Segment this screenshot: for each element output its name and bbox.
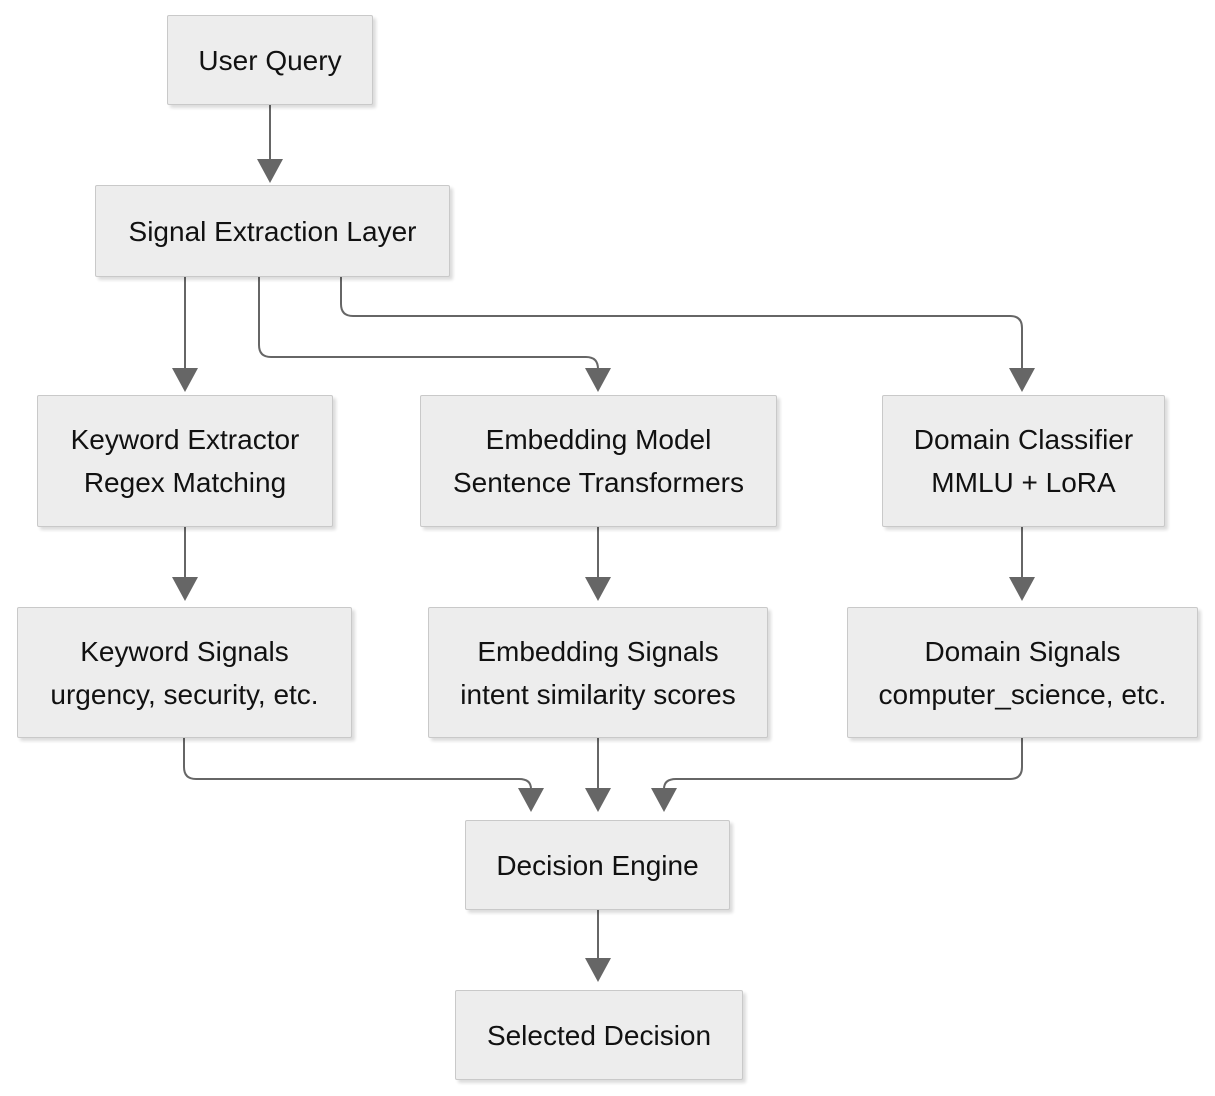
node-keyword-extractor-title: Keyword Extractor bbox=[70, 424, 300, 455]
node-embedding-model: Embedding Model Sentence Transformers bbox=[420, 395, 777, 527]
node-embedding-signals-title: Embedding Signals bbox=[477, 635, 719, 667]
node-keyword-signals-title: Keyword Signals bbox=[80, 635, 289, 667]
node-selected-decision: Selected Decision bbox=[455, 990, 743, 1080]
node-user-query: User Query bbox=[167, 15, 373, 105]
connector-embedding-signals-to-decision-engine bbox=[585, 738, 611, 812]
connector-decision-engine-to-selected-decision bbox=[585, 910, 611, 982]
connector-signal-extraction-to-keyword-extractor bbox=[172, 277, 198, 392]
node-user-query-label: User Query bbox=[198, 44, 342, 76]
node-keyword-signals-subtitle: urgency, security, etc. bbox=[50, 678, 319, 710]
node-domain-classifier: Domain Classifier MMLU + LoRA bbox=[882, 395, 1165, 527]
connector-embedding-model-to-embedding-signals bbox=[585, 527, 611, 601]
connector-keyword-extractor-to-keyword-signals bbox=[172, 527, 198, 601]
node-embedding-signals-subtitle: intent similarity scores bbox=[460, 678, 736, 710]
connector-domain-signals-to-decision-engine bbox=[651, 738, 1023, 812]
node-domain-classifier-title: Domain Classifier bbox=[913, 424, 1134, 455]
node-domain-signals: Domain Signals computer_science, etc. bbox=[847, 607, 1198, 738]
node-keyword-signals: Keyword Signals urgency, security, etc. bbox=[17, 607, 352, 738]
node-signal-extraction-layer: Signal Extraction Layer bbox=[95, 185, 450, 277]
node-keyword-extractor-subtitle: Regex Matching bbox=[83, 467, 287, 498]
node-decision-engine: Decision Engine bbox=[465, 820, 730, 910]
connector-signal-extraction-to-domain-classifier bbox=[340, 277, 1035, 392]
node-domain-signals-title: Domain Signals bbox=[924, 635, 1121, 667]
node-selected-decision-label: Selected Decision bbox=[486, 1019, 712, 1051]
node-keyword-extractor: Keyword Extractor Regex Matching bbox=[37, 395, 333, 527]
node-signal-extraction-layer-label: Signal Extraction Layer bbox=[128, 215, 417, 247]
connector-keyword-signals-to-decision-engine bbox=[183, 738, 544, 812]
node-embedding-model-title: Embedding Model bbox=[485, 424, 712, 455]
node-domain-classifier-subtitle: MMLU + LoRA bbox=[931, 467, 1116, 498]
connector-signal-extraction-to-embedding-model bbox=[258, 277, 611, 392]
node-decision-engine-label: Decision Engine bbox=[496, 849, 699, 881]
node-domain-signals-subtitle: computer_science, etc. bbox=[878, 678, 1167, 710]
node-embedding-model-subtitle: Sentence Transformers bbox=[452, 467, 745, 498]
node-embedding-signals: Embedding Signals intent similarity scor… bbox=[428, 607, 768, 738]
connector-domain-classifier-to-domain-signals bbox=[1009, 527, 1035, 601]
connector-user-query-to-signal-extraction bbox=[257, 105, 283, 183]
